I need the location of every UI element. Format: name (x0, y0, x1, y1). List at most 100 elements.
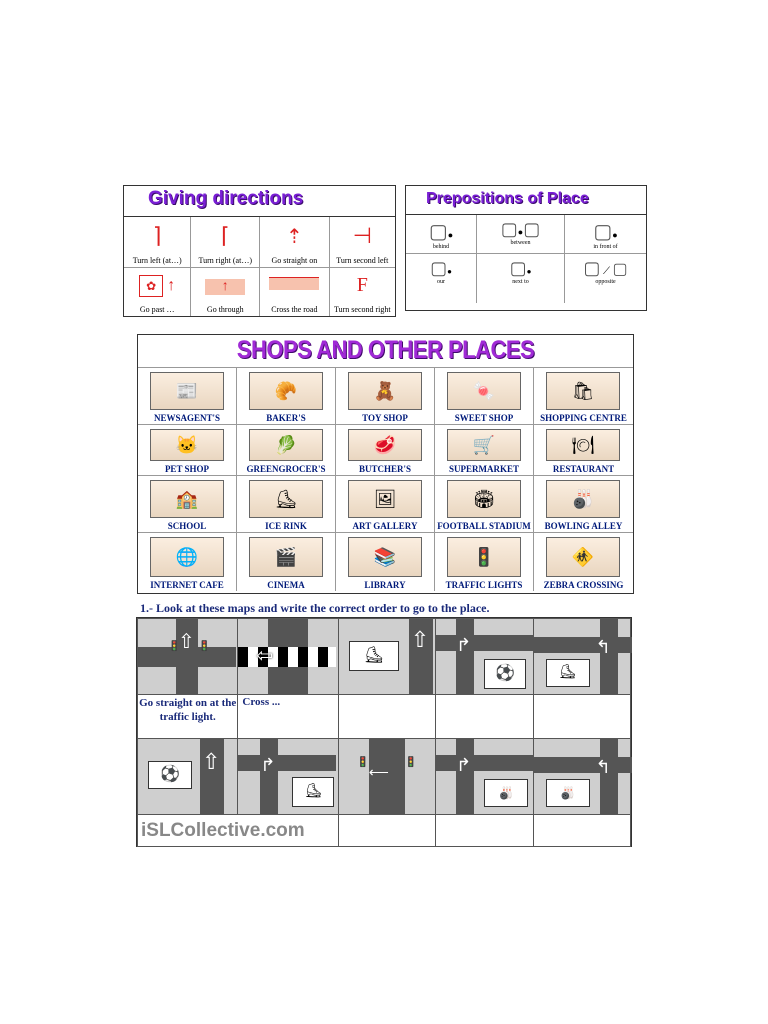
turn-left-icon: ⌉ (152, 223, 162, 248)
shop-illustration-icon: 🛒 (447, 429, 521, 461)
turn-second-left-caption: Turn second left (336, 256, 389, 265)
shops-row: 🌐INTERNET CAFE🎬CINEMA 📚 LIBRARY 🚦 TRAFFIC LI… (138, 532, 633, 591)
shop-label: GREENGROCER'S (246, 464, 326, 474)
answer-cell-8[interactable] (337, 814, 437, 847)
shops-panel: SHOPS AND OTHER PLACES 📰 NEWSAGENT'S 🥐BAKE… (137, 334, 634, 594)
turn-second-right-icon: F (356, 274, 368, 297)
opposite-caption: opposite (595, 278, 616, 285)
shops-row: 📰 NEWSAGENT'S 🥐BAKER'S 🧸 TOY SHOP 🍬SWEET SHOP… (138, 367, 633, 424)
cube-behind-icon: ▢ (428, 221, 448, 243)
shop-label: SCHOOL (167, 521, 207, 531)
shop-label: LIBRARY (364, 580, 406, 590)
shop-label: TOY SHOP (362, 413, 408, 423)
answer-cell-1[interactable]: Go straight on at the traffic light. (136, 694, 239, 739)
shop-illustration-icon: 🏫 (150, 480, 224, 518)
shop-illustration-icon: 🖼 (348, 480, 422, 518)
shop-illustration-icon: 🍽 (546, 429, 620, 461)
map-zebra-crossing: ⇦ (237, 618, 339, 695)
next-to-caption: next to (512, 278, 529, 285)
go-past-caption: Go past … (124, 303, 192, 316)
shop-illustration-icon: 🎳 (546, 480, 620, 518)
shop-label: NEWSAGENT'S (153, 413, 221, 423)
answer-cell-4[interactable] (435, 694, 534, 739)
map-traffic-lights-cross: ⟵ 🚦 🚦 (337, 738, 437, 815)
map-bowling-turn-left: ↰ 🎳 (532, 738, 632, 815)
cross-road-icon (269, 276, 320, 290)
shop-cell: 🍽RESTAURANT (534, 425, 633, 475)
traffic-light-icon: 🚦 (356, 757, 370, 768)
shop-illustration-icon: 📚 (348, 537, 422, 577)
watermark-cell: iSLCollective.com (137, 814, 339, 847)
shop-label: BUTCHER'S (358, 464, 411, 474)
go-through-caption: Go through (190, 303, 261, 316)
map-football-turn-right: ↱ ⚽ (435, 618, 535, 695)
cross-road-caption: Cross the road (259, 303, 330, 316)
shop-label: SWEET SHOP (454, 413, 514, 423)
shop-label: SHOPPING CENTRE (540, 413, 627, 423)
shops-row: 🏫SCHOOL⛸ICE RINK🖼ART GALLERY🏟FOOTBALL ST… (138, 475, 633, 532)
shop-illustration-icon: 🚦 (447, 537, 521, 577)
shop-cell: 🛒 SUPERMARKET (435, 425, 534, 475)
cube-between-icon: ▢ (500, 219, 518, 239)
shop-illustration-icon: 🧸 (348, 372, 422, 410)
shop-label: SUPERMARKET (448, 464, 519, 474)
answer-cell-3[interactable] (337, 694, 437, 739)
shop-cell: 🚦 TRAFFIC LIGHTS (435, 533, 534, 591)
prepositions-title: Prepositions of Place (426, 190, 589, 207)
shop-illustration-icon: 📰 (150, 372, 224, 410)
between-caption: between (510, 240, 531, 246)
map-ice-rink-turn: ↱ ⛸ (237, 738, 339, 815)
answer-cell-5[interactable] (532, 694, 632, 739)
turn-right-icon: ⌈ (220, 223, 230, 248)
giving-directions-title: Giving directions (148, 188, 304, 209)
skate-icon: ⛸ (292, 777, 335, 807)
prepositions-panel: Prepositions of Place ▢● behind ▢●▢ betw… (405, 185, 647, 311)
shop-cell: 🍬SWEET SHOP (435, 368, 534, 424)
shop-cell: 🏟FOOTBALL STADIUM (435, 476, 534, 532)
traffic-light-icon: 🚦 (198, 641, 211, 652)
shops-grid: 📰 NEWSAGENT'S 🥐BAKER'S 🧸 TOY SHOP 🍬SWEET SHOP… (138, 367, 633, 591)
shop-cell: 📰 NEWSAGENT'S (138, 368, 237, 424)
answer-cell-2[interactable]: Cross ... (237, 694, 339, 739)
shop-cell: 🥐BAKER'S (237, 368, 336, 424)
shop-cell: 🌐INTERNET CAFE (138, 533, 237, 591)
shop-cell: ⛸ICE RINK (237, 476, 336, 532)
shop-illustration-icon: 🥬 (249, 429, 323, 461)
exercise-grid: ⇧ 🚦 🚦 ⇦ ⇧ ⛸ ↱ ⚽ (136, 617, 632, 847)
shop-label: TRAFFIC LIGHTS (445, 580, 523, 590)
shop-label: BAKER'S (266, 413, 306, 423)
shop-illustration-icon: 🐱 (150, 429, 224, 461)
shop-label: BOWLING ALLEY (544, 521, 623, 531)
bowling-icon: 🎳 (545, 779, 590, 807)
shop-illustration-icon: 🚸 (546, 537, 620, 577)
shop-cell: 🛍SHOPPING CENTRE (534, 368, 633, 424)
cube-in-front-icon: ▢ (593, 221, 613, 243)
turn-right-caption: Turn right (at…) (190, 255, 261, 268)
map-traffic-lights: ⇧ 🚦 🚦 (136, 618, 239, 695)
cube-on-icon: ▢ (430, 257, 448, 278)
map-ice-rink-turn-right: ↰ ⛸ (532, 618, 632, 695)
shop-cell: 🥬 GREENGROCER'S (237, 425, 336, 475)
behind-caption: behind (432, 244, 450, 250)
map-ice-rink-straight: ⇧ ⛸ (337, 618, 437, 695)
answer-cell-9[interactable] (435, 814, 534, 847)
map-bowling-turn-right: ↱ 🎳 (435, 738, 535, 815)
shop-cell: 🎬CINEMA (237, 533, 336, 591)
giving-directions-panel: Giving directions ⌉ ⌈ ⇡ ⊣ Turn left (at…… (123, 185, 396, 317)
shop-illustration-icon: 🎬 (249, 537, 323, 577)
shop-label: PET SHOP (164, 464, 210, 474)
go-straight-caption: Go straight on (259, 255, 330, 268)
turn-left-caption: Turn left (at…) (124, 255, 192, 268)
map-football-straight: ⇧ ⚽ (136, 738, 239, 815)
go-past-icon: ✿ (139, 274, 164, 297)
shops-row: 🐱PET SHOP🥬GREENGROCER'S🥩BUTCHER'S🛒SUPERM… (138, 424, 633, 475)
answer-cell-10[interactable] (532, 814, 632, 847)
football-icon: ⚽ (484, 659, 527, 689)
go-through-icon: ↑ (205, 278, 246, 295)
shop-label: FOOTBALL STADIUM (437, 521, 531, 531)
football-icon: ⚽ (148, 761, 192, 789)
our-caption: our (437, 278, 445, 285)
traffic-light-icon: 🚦 (404, 757, 418, 768)
shop-label: INTERNET CAFE (150, 580, 224, 590)
shops-title: SHOPS AND OTHER PLACES (236, 335, 535, 364)
